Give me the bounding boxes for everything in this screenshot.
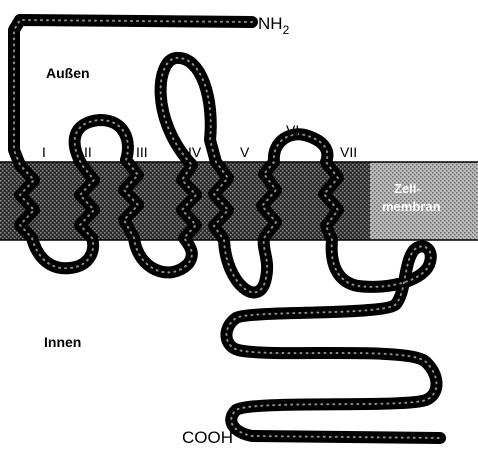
helix-label-7: VII [340, 144, 357, 160]
outside-label: Außen [46, 65, 90, 81]
helix-label-4: IV [188, 144, 202, 160]
helix-label-3: III [136, 144, 148, 160]
helix-label-5: V [240, 144, 250, 160]
membrane-label-line2: membran [382, 199, 441, 214]
helix-label-1: I [42, 144, 46, 160]
n-terminus-label: NH2 [258, 14, 290, 37]
helix-label-2: II [84, 144, 92, 160]
helix-label-6: VI [286, 122, 299, 138]
inside-label: Innen [44, 334, 81, 350]
membrane-label-line1: Zell- [394, 181, 421, 196]
c-terminus-label: COOH [182, 428, 233, 447]
